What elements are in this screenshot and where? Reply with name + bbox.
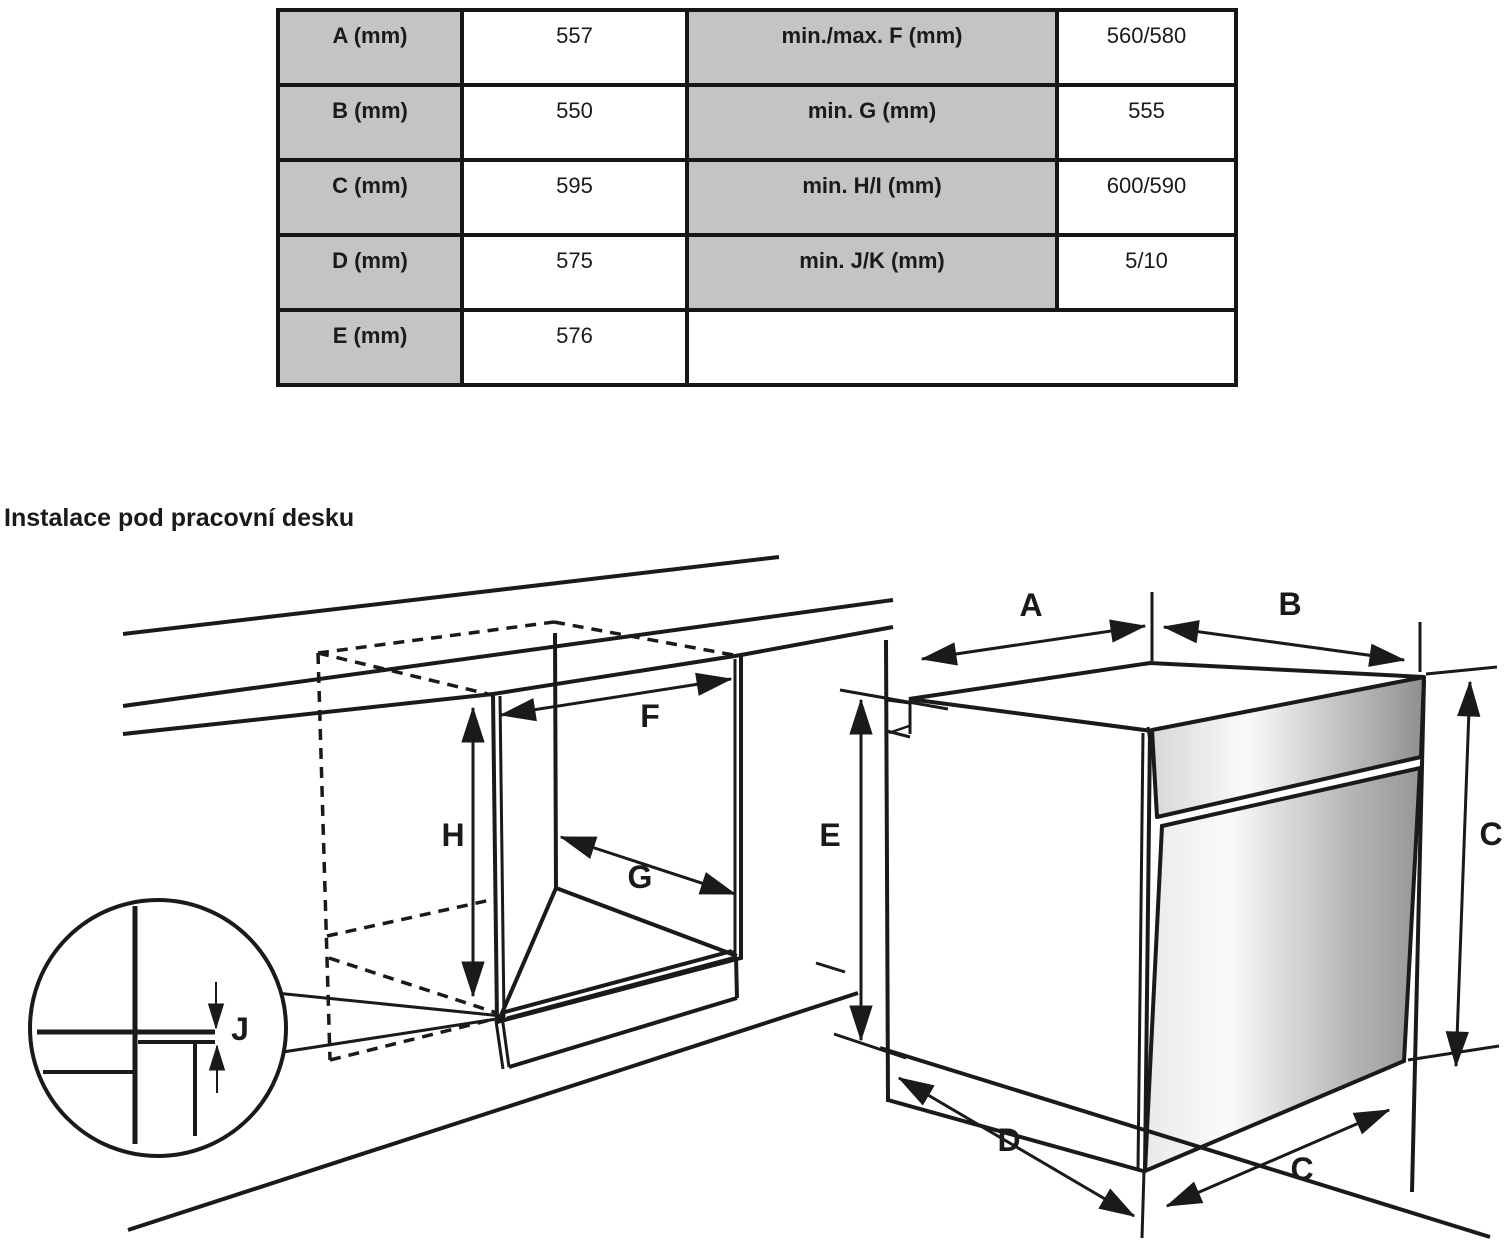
oven-height-right-label: C (1479, 816, 1502, 852)
dim-value-g: 555 (1055, 83, 1238, 162)
table-row: A (mm) 557 min./max. F (mm) 560/580 (276, 8, 1238, 87)
table-row: D (mm) 575 min. J/K (mm) 5/10 (276, 233, 1238, 312)
cutout-depth-label: G (628, 859, 653, 895)
empty-cell (685, 308, 1238, 387)
dim-label-d: D (mm) (276, 233, 464, 312)
section-heading: Instalace pod pracovní desku (4, 504, 355, 532)
dim-label-g: min. G (mm) (685, 83, 1059, 162)
oven-bottom-depth-label: D (997, 1122, 1020, 1158)
worktop-cutout-diagram: J F H G (28, 555, 894, 1232)
gap-label: J (231, 1011, 249, 1047)
oven-top-width-label: B (1278, 586, 1301, 622)
oven-bottom-width-label: C (1290, 1151, 1313, 1187)
floor-line (127, 991, 859, 1232)
oven-door (1142, 765, 1423, 1175)
oven-body (884, 639, 1426, 1239)
dim-value-f: 560/580 (1055, 8, 1238, 87)
table-row: B (mm) 550 min. G (mm) 555 (276, 83, 1238, 162)
dim-value-b: 550 (460, 83, 689, 162)
installation-drawing: J F H G (28, 555, 1503, 1239)
callout-leader-top (275, 991, 503, 1018)
dim-value-hi: 600/590 (1055, 158, 1238, 237)
wall-tick (815, 961, 846, 974)
oven-top-depth-label: A (1019, 587, 1042, 623)
hidden-edges (316, 620, 740, 1062)
dim-label-f: min./max. F (mm) (685, 8, 1059, 87)
table-row: E (mm) 576 (276, 308, 1238, 387)
dim-value-jk: 5/10 (1055, 233, 1238, 312)
dim-value-d: 575 (460, 233, 689, 312)
dim-label-jk: min. J/K (mm) (685, 233, 1059, 312)
dim-label-hi: min. H/I (mm) (685, 158, 1059, 237)
gap-detail-callout: J (28, 898, 288, 1158)
dimensions-table: A (mm) 557 min./max. F (mm) 560/580 B (m… (276, 8, 1238, 387)
oven-diagram: E A B C D C (815, 586, 1503, 1239)
callout-leader-bottom (282, 1016, 504, 1054)
cutout-dimensions: F H G (441, 679, 735, 996)
oven-dimensions: E A B C D C (819, 586, 1503, 1218)
dim-value-c: 595 (460, 158, 689, 237)
table-row: C (mm) 595 min. H/I (mm) 600/590 (276, 158, 1238, 237)
dim-value-e: 576 (460, 308, 689, 387)
dim-label-b: B (mm) (276, 83, 464, 162)
dim-label-e: E (mm) (276, 308, 464, 387)
dim-value-a: 557 (460, 8, 689, 87)
plinth (494, 949, 739, 1070)
worktop-lines (122, 555, 894, 736)
niche-opening (490, 632, 743, 1025)
cutout-height-label: H (441, 817, 464, 853)
cutout-width-label: F (640, 698, 660, 734)
oven-height-left-label: E (819, 817, 840, 853)
dim-label-c: C (mm) (276, 158, 464, 237)
dim-label-a: A (mm) (276, 8, 464, 87)
